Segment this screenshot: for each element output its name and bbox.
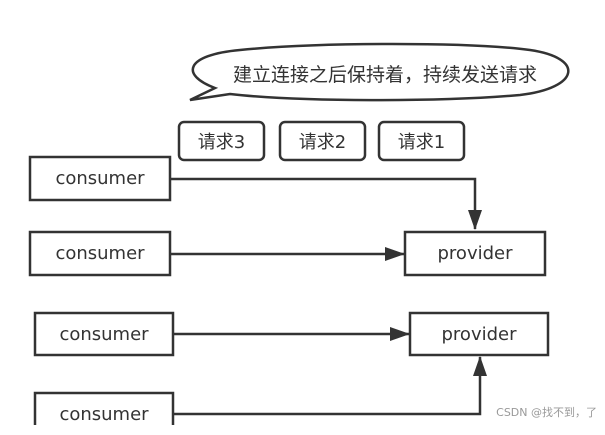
consumer-label-3: consumer (59, 323, 149, 345)
consumer-label-4: consumer (59, 403, 149, 425)
diagram-canvas (28, 42, 570, 425)
arrow-consumer1-provider1 (170, 177, 482, 230)
arrow-consumer4-provider2 (173, 356, 487, 416)
provider-box-1 (403, 230, 547, 277)
request-box-3 (177, 120, 266, 162)
consumer-label-2: consumer (55, 243, 145, 264)
request-label-2: 请求2 (298, 132, 347, 153)
watermark: CSDN @找不到，了 (496, 406, 597, 419)
consumer-box-3 (33, 311, 175, 357)
consumer-label-1: consumer (55, 168, 145, 189)
request-label-3: 请求3 (197, 132, 246, 153)
bubble-text: 建立连接之后保持着，持续发送请求 (232, 63, 537, 86)
consumer-box-1 (28, 155, 172, 202)
request-label-1: 请求1 (397, 132, 446, 153)
consumer-box-4 (33, 391, 175, 425)
provider-box-2 (408, 311, 550, 357)
request-box-1 (377, 120, 466, 162)
request-box-2 (278, 120, 367, 162)
provider-label-2: provider (441, 323, 517, 345)
provider-label-1: provider (437, 243, 513, 264)
speech-bubble (189, 42, 570, 102)
consumer-box-2 (28, 230, 172, 277)
